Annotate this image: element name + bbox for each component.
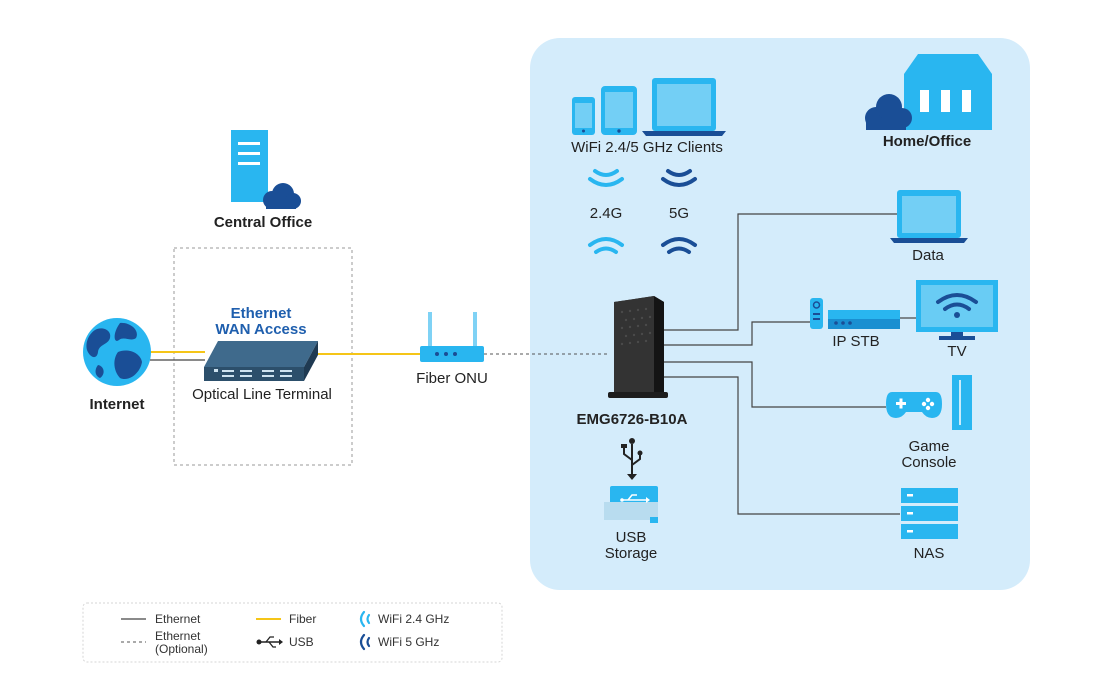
- usb-storage-label-line1: USB: [616, 529, 647, 546]
- set-top-box-icon: [828, 310, 900, 329]
- wifi-24-icon: [588, 237, 624, 254]
- tablet-icon: [601, 86, 637, 135]
- home-office-label: Home/Office: [883, 133, 971, 150]
- globe-icon: [83, 318, 151, 386]
- game-console-icon: [886, 375, 972, 430]
- wifi-24-icon: [359, 610, 371, 628]
- nas-icon: [901, 488, 958, 539]
- wifi-5-icon: [661, 237, 697, 254]
- wifi-clients-devices: [572, 78, 726, 136]
- ip-stb-label: IP STB: [832, 333, 879, 350]
- wifi-5-icon: [661, 169, 697, 187]
- legend-wifi24-label: WiFi 2.4 GHz: [378, 612, 449, 626]
- legend-ethernet-label: Ethernet: [155, 612, 201, 626]
- legend-ethernet-optional-label-line1: Ethernet: [155, 629, 201, 643]
- game-console-label-line2: Console: [901, 454, 956, 471]
- game-console-label-line1: Game: [909, 438, 950, 455]
- legend-box: [82, 602, 503, 663]
- wifi-clients-label: WiFi 2.4/5 GHz Clients: [571, 139, 723, 156]
- legend: Ethernet Ethernet (Optional) Fiber USB W…: [82, 602, 503, 663]
- wifi-24-icon: [588, 169, 624, 187]
- legend-fiber-label: Fiber: [289, 612, 316, 626]
- ethernet-wan-title-line2: WAN Access: [215, 321, 306, 338]
- router-label: EMG6726-B10A: [577, 411, 688, 428]
- remote-control-icon: [810, 298, 823, 329]
- band-5-label: 5G: [669, 205, 689, 222]
- legend-wifi5-label: WiFi 5 GHz: [378, 635, 439, 649]
- data-label: Data: [912, 247, 944, 264]
- usb-storage-icon: [604, 486, 658, 523]
- usb-symbol-icon: [256, 636, 283, 648]
- phone-icon: [572, 97, 595, 135]
- tv-icon: [916, 280, 998, 340]
- router-game-line: [664, 361, 886, 408]
- nas-label: NAS: [914, 545, 945, 562]
- laptop-icon: [642, 78, 726, 136]
- usb-symbol-icon: [621, 438, 643, 480]
- legend-ethernet-optional-label-line2: (Optional): [155, 642, 208, 656]
- band-24-label: 2.4G: [590, 205, 623, 222]
- olt-label: Optical Line Terminal: [192, 386, 332, 403]
- router-stb-line: [664, 321, 812, 346]
- laptop-icon: [890, 190, 968, 243]
- router-nas-line: [664, 376, 900, 515]
- onu-router-icon: [420, 312, 484, 362]
- tower-router-icon: [608, 296, 668, 398]
- legend-usb-label: USB: [289, 635, 314, 649]
- ethernet-wan-title-line1: Ethernet: [231, 305, 292, 322]
- home-office-area: [530, 38, 1030, 590]
- olt-device-icon: [204, 341, 318, 381]
- tv-label: TV: [947, 343, 966, 360]
- central-office-label: Central Office: [214, 214, 312, 231]
- internet-label: Internet: [89, 396, 144, 413]
- building-cloud-icon: [865, 54, 992, 130]
- wifi-5-icon: [359, 633, 371, 651]
- fiber-onu-label: Fiber ONU: [416, 370, 488, 387]
- usb-storage-label-line2: Storage: [605, 545, 658, 562]
- server-cloud-icon: [231, 130, 301, 209]
